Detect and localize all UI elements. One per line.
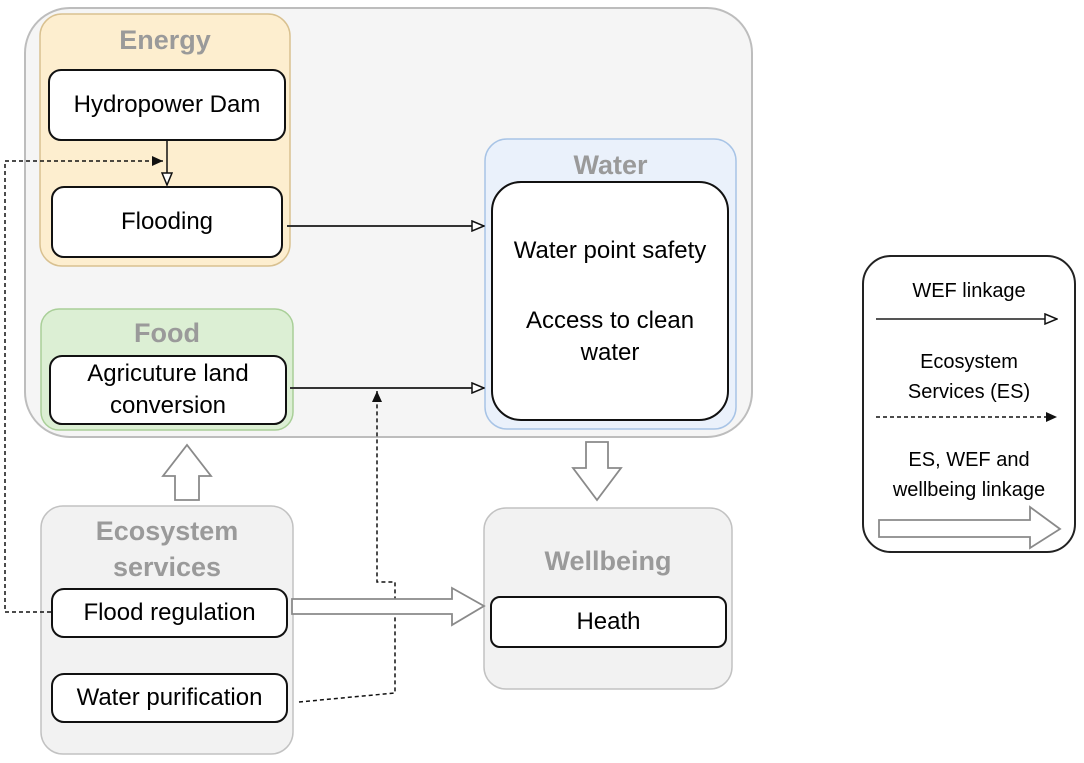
energy-title: Energy	[119, 25, 211, 55]
wellbeing-title: Wellbeing	[544, 546, 672, 576]
legend-es-label-line1: Ecosystem	[920, 351, 1018, 373]
water-purification-label: Water purification	[76, 684, 263, 711]
food-group: Food	[41, 309, 293, 430]
thick-arrow-ecosystem-to-food	[161, 443, 213, 501]
legend-combined-arrow	[878, 505, 1062, 550]
hydropower-dam-label: Hydropower Dam	[73, 91, 261, 118]
water-access-label-line1: Access to clean	[525, 307, 695, 334]
water-node: Water point safety Access to clean water	[491, 181, 729, 421]
agriculture-node: Agricuture land conversion	[49, 355, 287, 425]
agriculture-label-line1: Agricuture land	[87, 360, 249, 387]
health-label: Heath	[576, 608, 641, 635]
legend-combined-label-line2: wellbeing linkage	[892, 479, 1046, 501]
water-group: Water	[485, 139, 736, 429]
legend-box	[862, 255, 1076, 553]
es-arrow-flood-regulation-to-hydropower	[4, 156, 163, 613]
flood-regulation-node: Flood regulation	[51, 588, 288, 638]
legend-wef-label: WEF linkage	[912, 280, 1026, 302]
ecosystem-title-line1: Ecosystem	[95, 516, 239, 546]
ecosystem-title-line2: services	[112, 552, 222, 582]
thick-arrow-flood-regulation-to-health	[291, 586, 486, 627]
es-arrow-water-purification-to-agriculture	[298, 391, 396, 703]
hydropower-dam-node: Hydropower Dam	[48, 69, 286, 141]
health-node: Heath	[490, 596, 727, 648]
legend-combined-label-line1: ES, WEF and	[908, 449, 1030, 471]
ecosystem-group: Ecosystem services	[41, 506, 293, 754]
thick-arrow-water-to-wellbeing	[571, 441, 623, 502]
wellbeing-group: Wellbeing	[484, 508, 732, 689]
water-safety-label: Water point safety	[513, 237, 707, 264]
water-title: Water	[573, 150, 648, 180]
water-purification-node: Water purification	[51, 673, 288, 723]
food-title: Food	[134, 318, 200, 348]
flood-regulation-label: Flood regulation	[83, 599, 256, 626]
flooding-label: Flooding	[120, 208, 214, 235]
energy-group: Energy	[40, 14, 290, 266]
flooding-node: Flooding	[51, 186, 283, 258]
water-access-label-line2: water	[580, 339, 640, 366]
legend-es-label-line2: Services (ES)	[907, 381, 1031, 403]
agriculture-label-line2: conversion	[109, 392, 227, 419]
legend: WEF linkage Ecosystem Services (ES) ES, …	[863, 256, 1075, 552]
